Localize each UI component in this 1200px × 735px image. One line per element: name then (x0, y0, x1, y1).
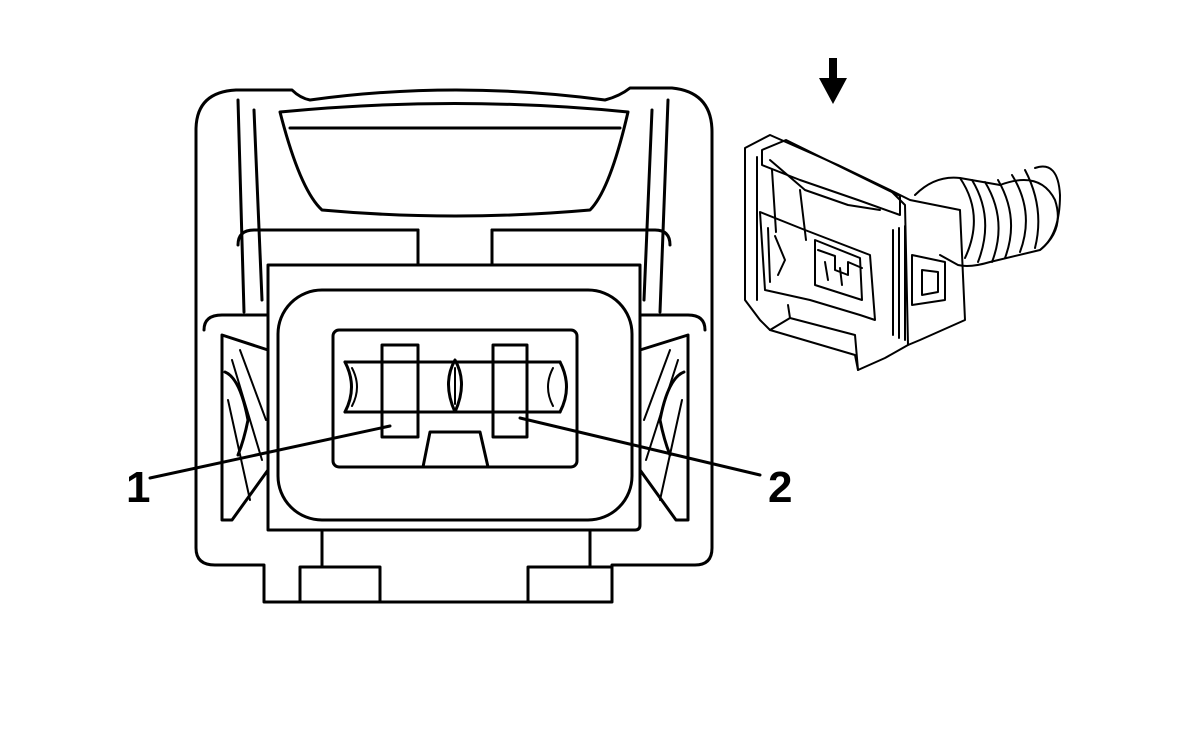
pin-1-label: 1 (126, 463, 150, 512)
pin-2-label: 2 (768, 463, 792, 512)
latch-3d (761, 139, 901, 216)
rail-left-inner (252, 108, 264, 302)
latch-3d-rails (756, 156, 807, 301)
contacts-3d (817, 249, 863, 286)
rail-left (236, 98, 246, 314)
lock-tab-left (220, 333, 270, 522)
boot-end-3d (1034, 165, 1061, 251)
connector-3d-view (744, 134, 1061, 371)
side-face-3d (889, 189, 966, 346)
connector-front-view (194, 86, 714, 604)
side-right (638, 313, 707, 332)
leader-2 (518, 416, 762, 477)
lock-tab-right (638, 333, 690, 522)
lock-tab-right-bulge (658, 370, 686, 457)
rail-right (658, 98, 670, 314)
socket-cavity (276, 288, 634, 522)
key-notch (416, 228, 494, 267)
shoulder (236, 228, 672, 267)
arrow-down-icon (819, 58, 847, 104)
latch-3d-inner (769, 159, 881, 211)
housing-outer (194, 86, 714, 604)
foot-left (298, 565, 382, 604)
side-window-3d (911, 254, 946, 306)
lock-tab-left-bulge (223, 370, 250, 457)
boot-ribs-3d (959, 169, 1040, 263)
leader-1 (148, 424, 392, 480)
boot-3d (914, 176, 1059, 267)
lock-tab-right-hatch (643, 349, 683, 501)
channel-cap-right (558, 360, 568, 414)
foot-3d (769, 304, 859, 371)
terminal-2 (491, 343, 529, 439)
opening-3d-inner (767, 227, 863, 301)
polarization-key (447, 358, 463, 414)
pin-compartment (331, 328, 579, 469)
side-ribs-3d (892, 225, 906, 341)
foot-right (526, 565, 614, 604)
terminal-1 (380, 343, 420, 439)
opening-3d (759, 211, 876, 321)
bottom-key (421, 430, 490, 469)
channel-end-right (547, 367, 554, 407)
channel-cap-left (343, 360, 353, 414)
rail-right-inner (642, 108, 654, 302)
latch-top (278, 102, 630, 218)
side-left (202, 313, 270, 332)
inner-frame (266, 263, 642, 532)
channel-end-left (351, 367, 358, 407)
